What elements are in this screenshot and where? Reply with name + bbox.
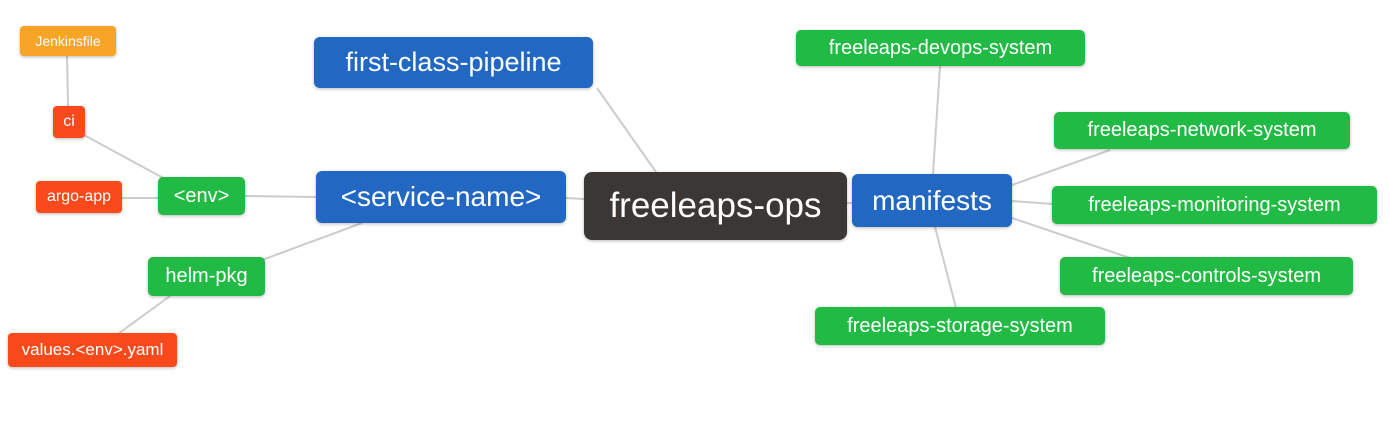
node-ci[interactable]: ci (53, 106, 85, 138)
node-service-name[interactable]: <service-name> (316, 171, 566, 223)
edge-manifests-monitoring (1011, 200, 1053, 205)
edge-jenkinsfile-ci (66, 55, 69, 107)
node-storage-system[interactable]: freeleaps-storage-system (815, 307, 1105, 345)
edge-env-servicename (244, 195, 317, 198)
node-devops-system[interactable]: freeleaps-devops-system (796, 30, 1085, 66)
node-jenkinsfile[interactable]: Jenkinsfile (20, 26, 116, 56)
edge-manifests-storage (934, 226, 957, 309)
edge-ci-env (81, 133, 168, 181)
edge-manifests-network (1011, 149, 1111, 186)
node-monitoring-system[interactable]: freeleaps-monitoring-system (1052, 186, 1377, 224)
edge-helmpkg-servicename (261, 222, 363, 261)
node-network-system[interactable]: freeleaps-network-system (1054, 112, 1350, 149)
node-helm-pkg[interactable]: helm-pkg (148, 257, 265, 296)
node-freeleaps-ops-root[interactable]: freeleaps-ops (584, 172, 847, 240)
edge-servicename-root (565, 197, 585, 200)
node-manifests[interactable]: manifests (852, 174, 1012, 227)
node-first-class-pipeline[interactable]: first-class-pipeline (314, 37, 593, 88)
node-controls-system[interactable]: freeleaps-controls-system (1060, 257, 1353, 295)
edge-values-helmpkg (117, 295, 171, 335)
node-argo-app[interactable]: argo-app (36, 181, 122, 213)
node-env[interactable]: <env> (158, 177, 245, 215)
edge-pipeline-root (596, 87, 657, 173)
edge-manifests-devops (932, 65, 941, 175)
edge-manifests-controls (1011, 217, 1131, 259)
node-values-env-yaml[interactable]: values.<env>.yaml (8, 333, 177, 367)
